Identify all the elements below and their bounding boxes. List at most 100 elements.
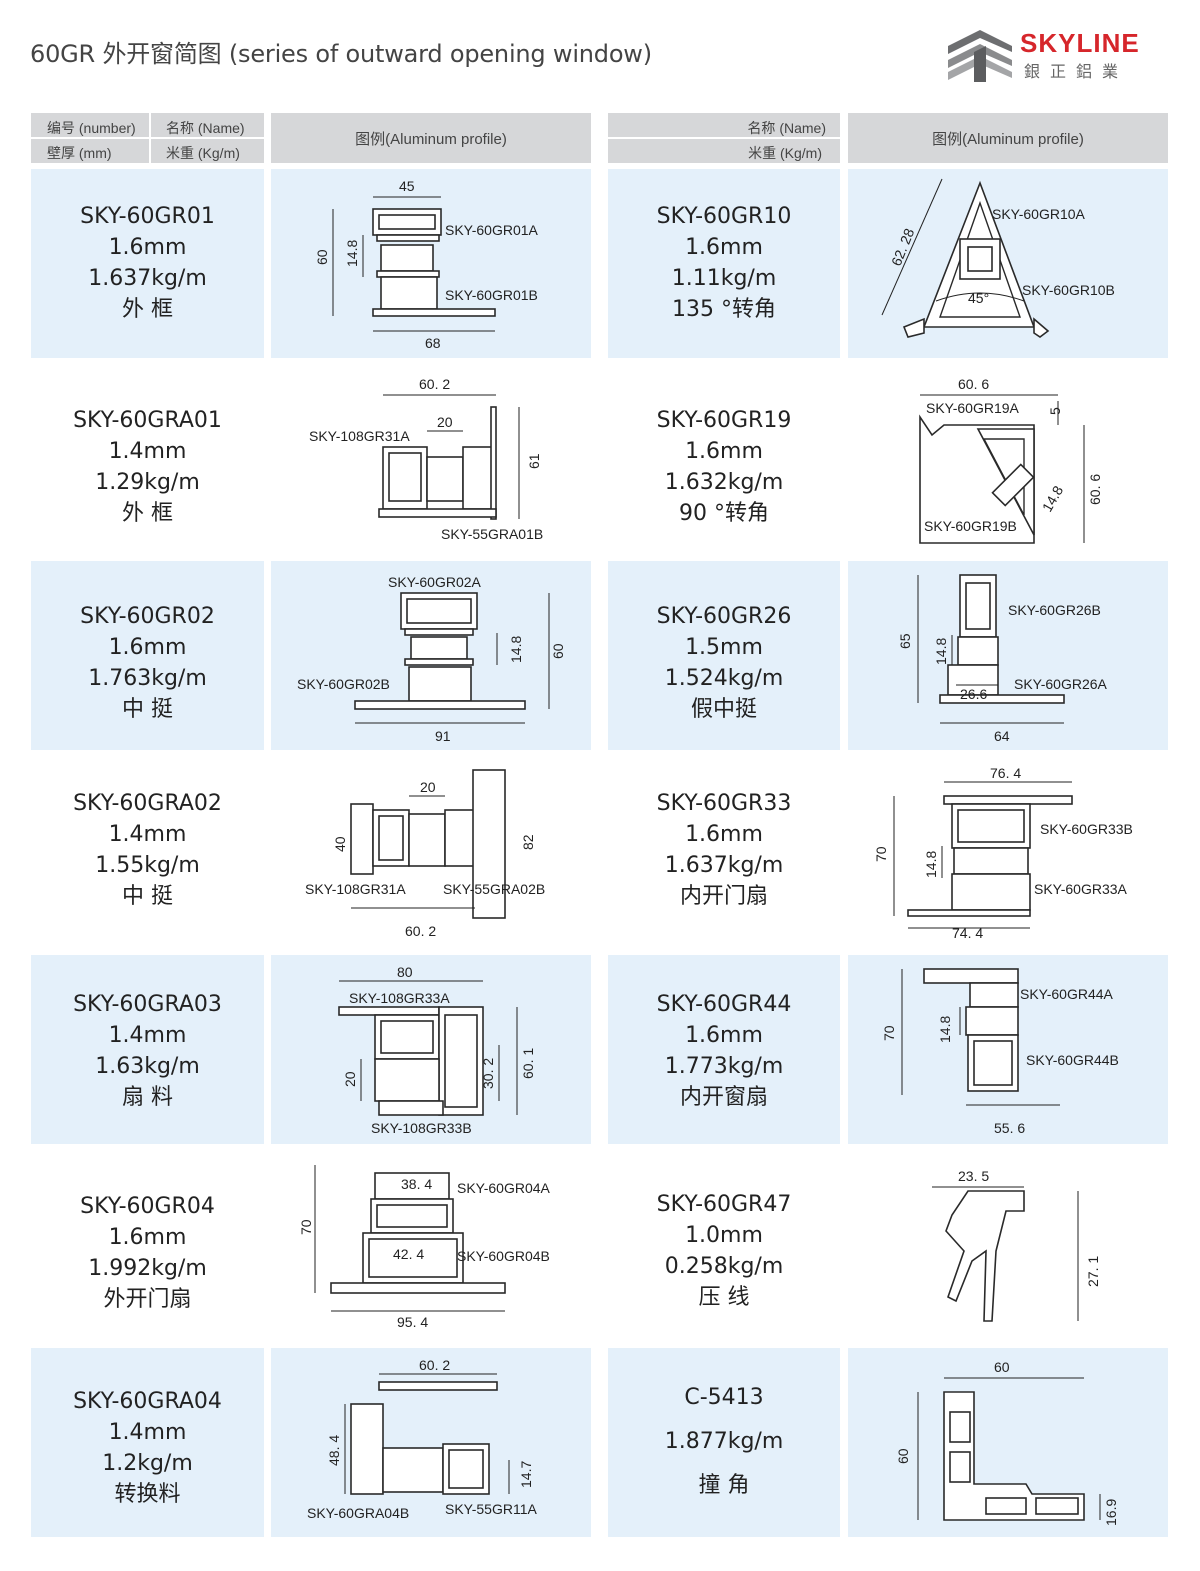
header-thickness-label: 壁厚 (mm) (47, 145, 112, 161)
right-profile-cell-1: 62. 28 SKY-60GR10A 45° SKY-60GR10B (848, 169, 1168, 358)
item-name: 假中挺 (690, 697, 757, 722)
item-weight: 1.763kg/m (88, 666, 207, 691)
item-thickness: 1.4mm (108, 439, 187, 464)
part-label: SKY-60GR44A (1020, 986, 1114, 1002)
left-profile-cell-4: 20 40 82 SKY-108GR31A SKY-55GRA02B 60. 2 (271, 758, 591, 947)
left-info-cell-4: SKY-60GRA02 1.4mm 1.55kg/m 中 挺 (31, 758, 264, 947)
profile-drawing-sky-60gr33: 76. 4 SKY-60GR33B 70 14.8 SKY-60GR33A 74… (873, 765, 1133, 941)
dim-label: 60. 2 (419, 1357, 450, 1373)
item-code: SKY-60GR02 (80, 604, 215, 629)
dim-label: 16.9 (1103, 1499, 1119, 1526)
profile-drawing-sky-60gr44: SKY-60GR44A 70 14.8 SKY-60GR44B 55. 6 (881, 968, 1119, 1136)
part-label: SKY-60GR33B (1040, 821, 1133, 837)
right-profile-cell-3: SKY-60GR26B 65 14.8 26.6 SKY-60GR26A 64 (848, 561, 1168, 750)
dim-label: 60. 2 (405, 923, 436, 939)
left-info-cell-5: SKY-60GRA03 1.4mm 1.63kg/m 扇 料 (31, 955, 264, 1144)
right-profile-cell-5: SKY-60GR44A 70 14.8 SKY-60GR44B 55. 6 (848, 955, 1168, 1144)
item-code: C-5413 (684, 1385, 764, 1410)
dim-label: 40 (332, 836, 348, 852)
item-code: SKY-60GR10 (656, 204, 792, 229)
item-name: 外 框 (122, 501, 173, 526)
left-profile-cell-6: 38. 4 SKY-60GR04A 70 42. 4 SKY-60GR04B 9… (271, 1151, 591, 1340)
item-name: 压 线 (698, 1285, 750, 1310)
right-info-cell-6: SKY-60GR47 1.0mm 0.258kg/m 压 线 (608, 1151, 840, 1340)
part-label: SKY-55GR11A (445, 1501, 537, 1517)
item-name: 外开门扇 (103, 1287, 192, 1312)
part-label: SKY-60GR33A (1034, 881, 1128, 897)
part-label: SKY-60GR01B (445, 287, 538, 303)
header-profile-label: 图例(Aluminum profile) (355, 131, 507, 148)
item-weight: 1.637kg/m (88, 266, 207, 291)
dim-label: 70 (881, 1025, 897, 1041)
dim-label: 20 (342, 1071, 358, 1087)
dim-label: 14.8 (933, 638, 949, 665)
dim-label: 65 (897, 633, 913, 649)
item-thickness: 1.6mm (685, 439, 763, 464)
dim-label: 70 (298, 1219, 314, 1235)
part-label: SKY-60GR44B (1026, 1052, 1119, 1068)
right-item-2-info: SKY-60GR19 1.6mm 1.632kg/m 90 °转角 (608, 405, 840, 529)
dim-label: 27. 1 (1085, 1256, 1101, 1287)
left-item-3-info: SKY-60GR02 1.6mm 1.763kg/m 中 挺 (31, 601, 264, 725)
item-code: SKY-60GR44 (656, 992, 792, 1017)
item-weight: 1.992kg/m (88, 1256, 207, 1281)
left-profile-cell-5: 80 SKY-108GR33A 20 30. 2 60. 1 SKY-108GR… (271, 955, 591, 1144)
item-weight: 1.2kg/m (102, 1451, 193, 1476)
item-code: SKY-60GR01 (80, 204, 215, 229)
item-thickness: 1.6mm (685, 822, 763, 847)
left-item-7-info: SKY-60GRA04 1.4mm 1.2kg/m 转换料 (31, 1386, 264, 1510)
right-info-cell-5: SKY-60GR44 1.6mm 1.773kg/m 内开窗扇 (608, 955, 840, 1144)
header-right-weight-label: 米重 (Kg/m) (748, 145, 822, 161)
item-weight: 0.258kg/m (664, 1254, 784, 1279)
dim-label: 23. 5 (958, 1168, 989, 1184)
item-weight: 1.63kg/m (95, 1054, 200, 1079)
right-profile-cell-6: 23. 5 27. 1 (848, 1151, 1168, 1340)
dim-label: 14.8 (937, 1016, 953, 1043)
item-code: SKY-60GR19 (656, 408, 792, 433)
part-label: SKY-60GR19A (926, 400, 1020, 416)
right-item-6-info: SKY-60GR47 1.0mm 0.258kg/m 压 线 (608, 1189, 840, 1313)
profile-drawing-sky-60gra03: 80 SKY-108GR33A 20 30. 2 60. 1 SKY-108GR… (338, 964, 536, 1136)
header-right-info: 名称 (Name) 米重 (Kg/m) (608, 113, 840, 163)
part-label: SKY-60GR02A (388, 574, 482, 590)
item-name: 扇 料 (122, 1085, 173, 1110)
right-info-cell-4: SKY-60GR33 1.6mm 1.637kg/m 内开门扇 (608, 758, 840, 947)
dim-label: 5 (1047, 407, 1063, 415)
header-weight-label: 米重 (Kg/m) (166, 145, 240, 161)
left-item-1-info: SKY-60GR01 1.6mm 1.637kg/m 外 框 (31, 201, 264, 325)
part-label: SKY-60GRA04B (307, 1505, 409, 1521)
right-profile-cell-2: 60. 6 SKY-60GR19A 5 60. 6 14.8 SKY-60GR1… (848, 365, 1168, 554)
item-name: 转换料 (114, 1482, 181, 1507)
dim-label: 20 (437, 414, 453, 430)
header-name-label: 名称 (Name) (166, 120, 245, 136)
dim-label: 91 (435, 728, 451, 744)
profile-drawing-sky-60gr04: 38. 4 SKY-60GR04A 70 42. 4 SKY-60GR04B 9… (298, 1165, 551, 1330)
dim-label: 14.8 (508, 636, 524, 663)
brand-logo: SKYLINE 銀正鋁業 (944, 24, 1164, 88)
profile-drawing-sky-60gr02: SKY-60GR02A 14.8 60 SKY-60GR02B 91 (297, 574, 566, 744)
dim-label: 82 (520, 834, 536, 850)
dim-label: 45° (968, 290, 989, 306)
item-code: SKY-60GR33 (656, 791, 792, 816)
item-name: 中 挺 (122, 697, 173, 722)
dim-label: 14.7 (518, 1461, 534, 1488)
item-weight: 1.11kg/m (671, 266, 777, 291)
item-code: SKY-60GR26 (656, 604, 792, 629)
profile-drawing-sky-60gr19: 60. 6 SKY-60GR19A 5 60. 6 14.8 SKY-60GR1… (919, 376, 1103, 544)
right-item-1-info: SKY-60GR10 1.6mm 1.11kg/m 135 °转角 (608, 201, 840, 325)
right-item-4-info: SKY-60GR33 1.6mm 1.637kg/m 内开门扇 (608, 788, 840, 912)
left-profile-cell-3: SKY-60GR02A 14.8 60 SKY-60GR02B 91 (271, 561, 591, 750)
item-code: SKY-60GRA02 (73, 791, 222, 816)
right-profile-cell-7: 60 60 16.9 (848, 1348, 1168, 1537)
dim-label: 60 (895, 1448, 911, 1464)
item-code: SKY-60GRA04 (73, 1389, 222, 1414)
item-name: 外 框 (122, 297, 173, 322)
dim-label: 68 (425, 335, 441, 351)
dim-label: 64 (994, 728, 1010, 744)
left-info-cell-7: SKY-60GRA04 1.4mm 1.2kg/m 转换料 (31, 1348, 264, 1537)
part-label: SKY-60GR04A (457, 1180, 551, 1196)
dim-label: 70 (873, 846, 889, 862)
item-name: 135 °转角 (672, 297, 776, 322)
left-info-cell-6: SKY-60GR04 1.6mm 1.992kg/m 外开门扇 (31, 1151, 264, 1340)
left-info-cell-1: SKY-60GR01 1.6mm 1.637kg/m 外 框 (31, 169, 264, 358)
